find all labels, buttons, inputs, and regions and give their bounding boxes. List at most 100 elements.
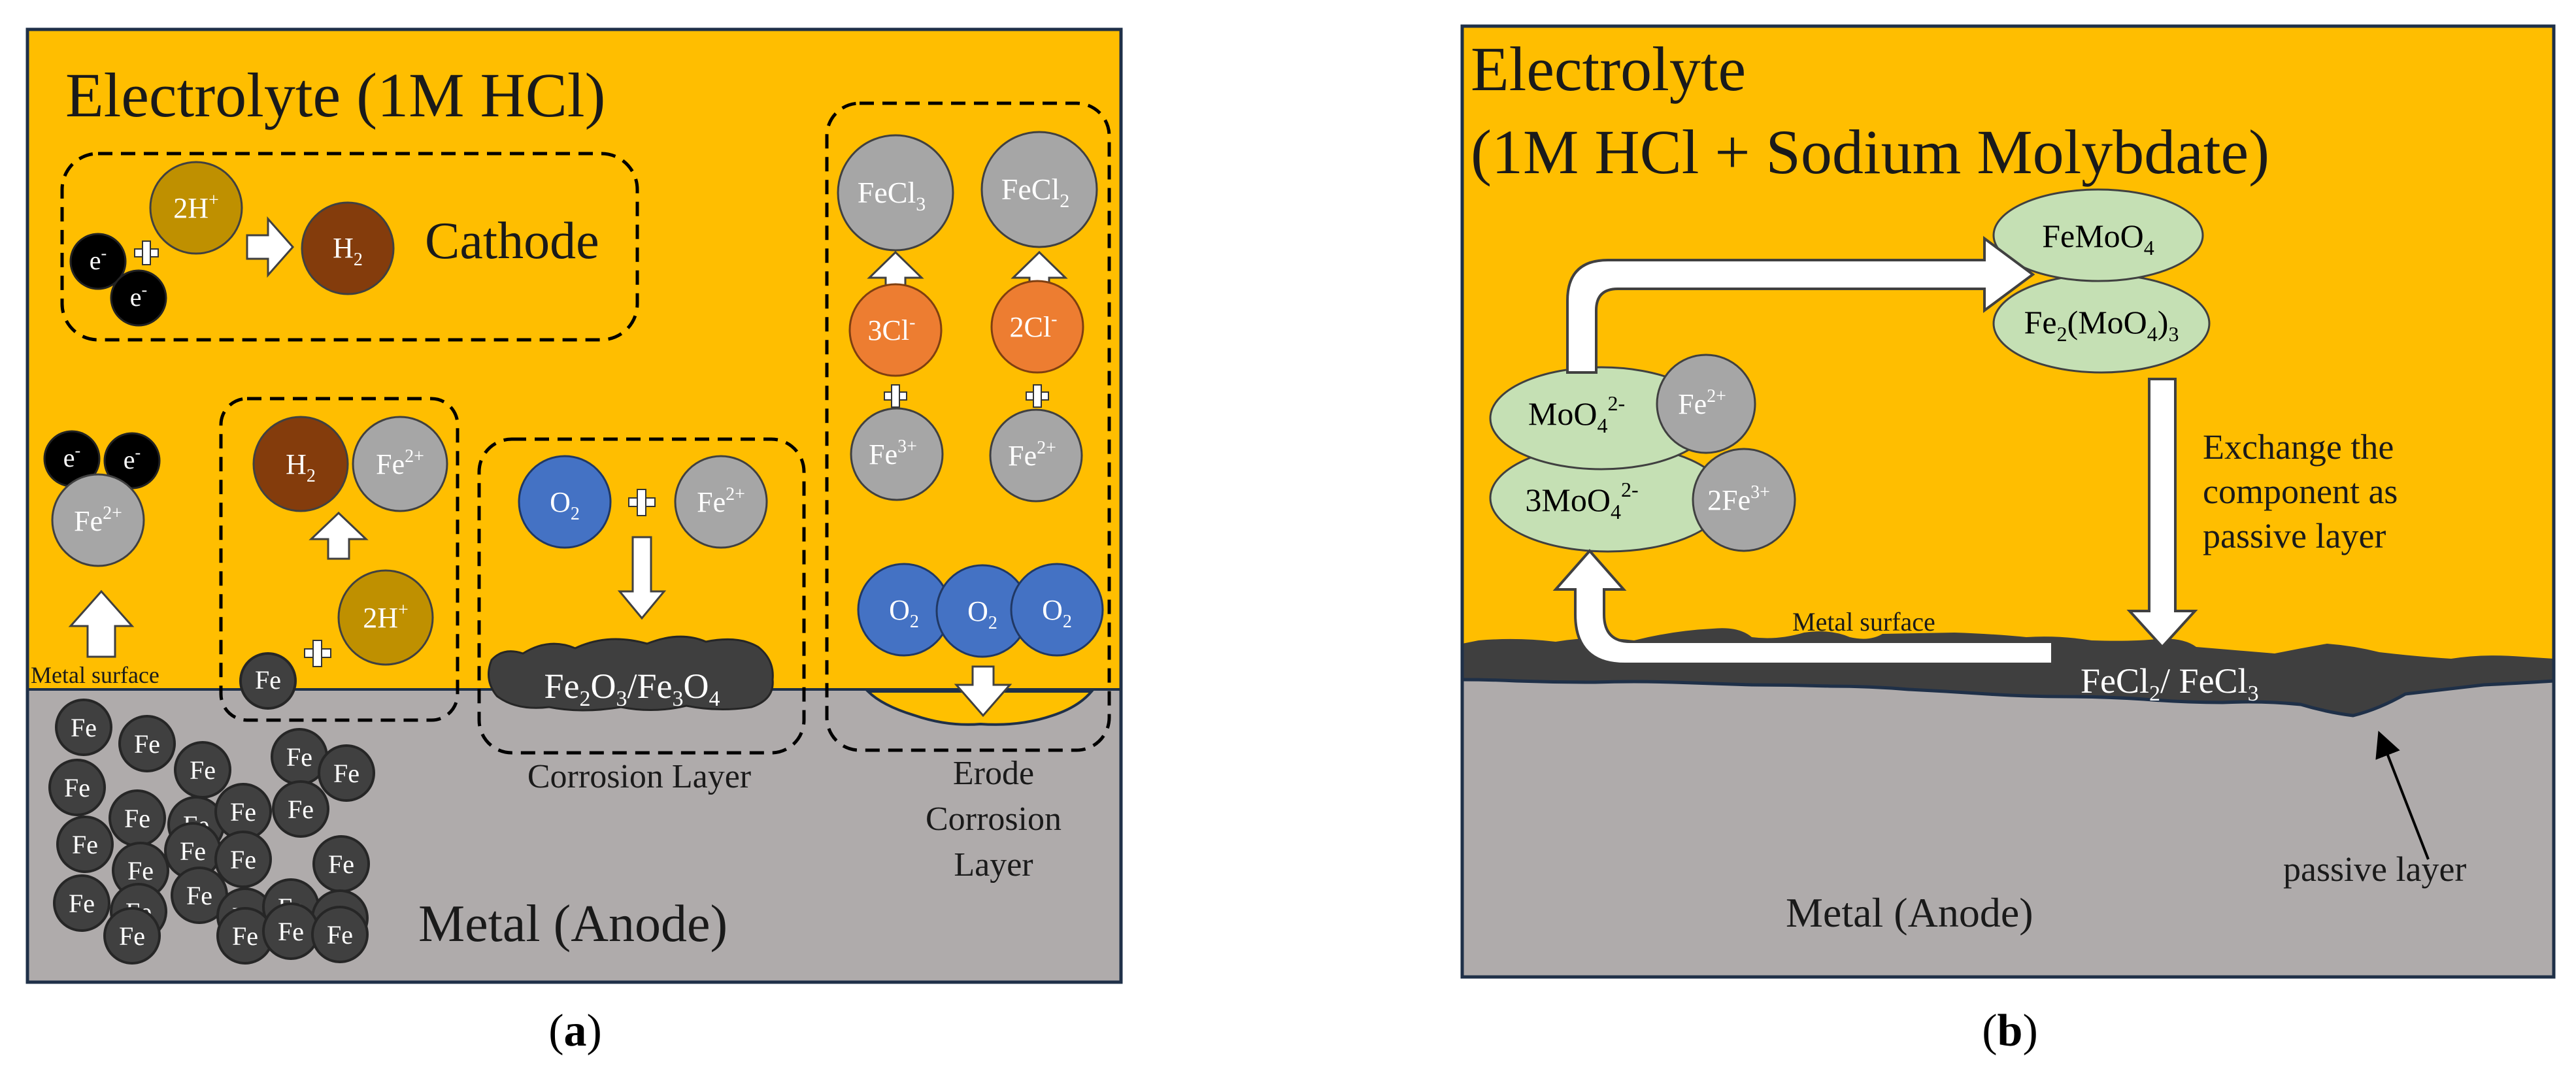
svg-text:Fe2+: Fe2+ (697, 484, 745, 518)
svg-text:Fe: Fe (278, 917, 304, 946)
metal-iron-atom: Fe (312, 835, 370, 893)
svg-text:Fe: Fe (255, 665, 281, 695)
exchange-label: Exchange the (2203, 427, 2394, 467)
svg-text:FeCl3: FeCl3 (858, 176, 926, 215)
erode-layer-label: Layer (954, 846, 1033, 884)
metal-surface-label: Metal surface (31, 662, 159, 688)
plus-icon (134, 240, 159, 265)
erode-layer-label: Corrosion (926, 801, 1062, 838)
panel-a-title: Electrolyte (1M HCl) (65, 60, 605, 130)
svg-text:O2: O2 (889, 594, 919, 632)
ferric-molybdate-formula: Fe2(MoO4)3 (2024, 304, 2179, 346)
oxygen-particle: O2 (1010, 563, 1104, 657)
ferric-ion-particle: 2Fe3+ (1692, 448, 1796, 552)
panel-a-metal-label: Metal (Anode) (418, 895, 728, 953)
erode-layer-label: Erode (953, 755, 1034, 792)
ferric-ion-particle: Fe3+ (850, 407, 944, 501)
svg-text:Fe: Fe (64, 773, 90, 802)
molybdate-formula: 3MoO42- (1525, 478, 1638, 523)
metal-iron-atom: Fe (55, 699, 112, 756)
ferric-chloride-particle: FeCl3 (837, 134, 954, 252)
plus-icon (628, 489, 656, 516)
plus-icon (1026, 384, 1049, 408)
svg-text:O2: O2 (967, 595, 997, 633)
chloride-ion-particle: 2Cl- (990, 280, 1084, 374)
svg-text:Fe: Fe (230, 797, 256, 827)
plus-icon (884, 384, 907, 408)
metal-iron-atom: Fe (174, 741, 231, 799)
svg-text:H2: H2 (333, 232, 363, 270)
panel-b-electrolyte (1462, 26, 2554, 693)
panel-b-passive-line (1462, 678, 2554, 718)
svg-text:2Fe3+: 2Fe3+ (1707, 482, 1770, 516)
metal-iron-atom: Fe (214, 783, 272, 840)
svg-text:Fe: Fe (72, 830, 98, 859)
ferrous-ion-particle: Fe2+ (1656, 354, 1756, 454)
up-arrow-icon (309, 511, 369, 560)
metal-iron-atom: Fe (272, 780, 329, 838)
exchange-label: passive layer (2203, 516, 2386, 555)
right-arrow-icon (246, 216, 295, 278)
panel-a-caption: (a) (548, 1006, 602, 1056)
panel-b-metal-label: Metal (Anode) (1786, 889, 2033, 936)
svg-text:Fe: Fe (333, 759, 360, 788)
electron-particle: e- (110, 269, 167, 327)
ferrous-ion-particle: Fe2+ (674, 455, 768, 549)
ferrous-ion-particle: Fe2+ (51, 473, 145, 567)
ferrous-molybdate-formula: FeMoO4 (2042, 218, 2154, 259)
metal-iron-atom: Fe (56, 816, 114, 873)
oxide-layer-shape (488, 635, 774, 712)
metal-iron-atom: Fe (311, 906, 369, 963)
svg-text:Fe: Fe (230, 845, 256, 874)
svg-text:Fe: Fe (288, 795, 314, 824)
svg-text:Fe: Fe (127, 856, 154, 885)
metal-iron-atom: Fe (118, 715, 176, 772)
svg-text:Fe: Fe (180, 836, 206, 866)
svg-text:2H+: 2H+ (173, 190, 219, 224)
panel-b-metal (1462, 680, 2554, 977)
svg-text:Fe2+: Fe2+ (74, 503, 122, 537)
panel-b: Electrolyte (1M HCl + Sodium Molybdate) … (1460, 24, 2556, 979)
hydrogen-ion-particle: 2H+ (149, 161, 243, 255)
metal-iron-atom: Fe (112, 842, 169, 899)
passive-layer-label: passive layer (2283, 850, 2466, 889)
chloride-ion-particle: 3Cl- (848, 283, 943, 377)
corrosion-layer-box (477, 437, 806, 755)
svg-text:e-: e- (124, 443, 141, 474)
svg-text:FeCl2: FeCl2 (1001, 173, 1069, 212)
passive-layer-pointer (2375, 731, 2430, 860)
panel-a: Electrolyte (1M HCl) e- e- 2H+ H2 Cathod… (25, 27, 1123, 984)
svg-text:O2: O2 (1042, 594, 1072, 632)
down-arrow-icon (954, 665, 1012, 718)
hydrogen-group-box (219, 397, 460, 722)
erode-layer-box (825, 101, 1111, 752)
electron-particle: e- (43, 430, 101, 487)
svg-text:Fe: Fe (186, 881, 212, 910)
svg-text:2H+: 2H+ (363, 600, 409, 634)
svg-text:Fe: Fe (124, 804, 150, 833)
corrosion-layer-label: Corrosion Layer (527, 758, 751, 795)
svg-text:Fe2+: Fe2+ (376, 446, 424, 480)
metal-iron-atom: Fe (171, 867, 228, 924)
oxide-product-formula: Fe2O3/Fe3O4 (544, 667, 720, 711)
svg-text:3Cl-: 3Cl- (868, 312, 916, 346)
metal-iron-atom: Fe (216, 907, 274, 965)
svg-text:Fe2+: Fe2+ (1008, 438, 1056, 472)
up-arrow-icon (68, 589, 135, 658)
iron-molybdate-complex (1992, 188, 2204, 282)
metal-iron-atom: Fe (109, 789, 166, 847)
ferrous-ion-particle: Fe2+ (352, 416, 448, 512)
panel-a-frame (25, 27, 1123, 984)
svg-text:Fe: Fe (232, 921, 258, 951)
svg-text:H2: H2 (286, 448, 316, 486)
plus-icon (304, 640, 331, 667)
svg-text:2Cl-: 2Cl- (1010, 309, 1058, 343)
svg-text:Fe: Fe (190, 755, 216, 785)
exchange-arrow (2126, 378, 2198, 649)
panel-b-title: (1M HCl + Sodium Molybdate) (1471, 117, 2269, 187)
exchange-label: component as (2203, 472, 2398, 511)
cathode-label: Cathode (425, 212, 599, 270)
svg-text:Fe: Fe (328, 850, 354, 879)
